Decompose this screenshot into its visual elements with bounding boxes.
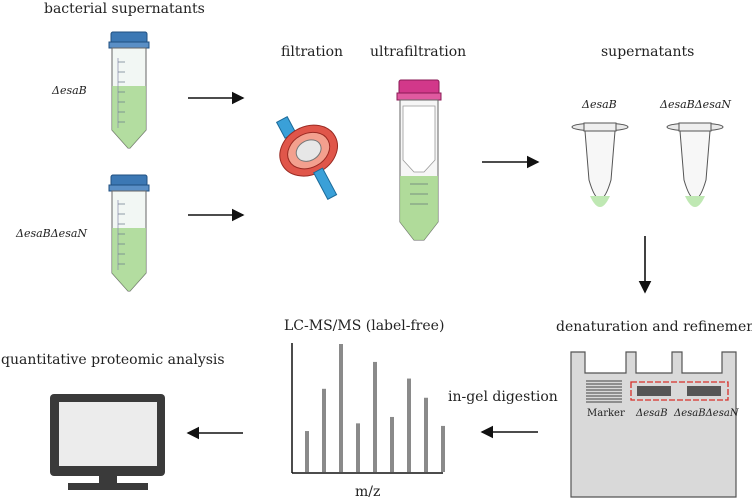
ultrafiltration-label: ultrafiltration bbox=[370, 44, 467, 60]
sds-page-gel bbox=[570, 351, 737, 498]
ultrafiltration-tube bbox=[396, 79, 442, 241]
strain-label-esab-esan: ΔesaBΔesaN bbox=[16, 227, 88, 240]
tube-label-esab: ΔesaB bbox=[582, 98, 617, 111]
filtration-label: filtration bbox=[281, 44, 344, 60]
gel-lane-esab-esan-label: ΔesaBΔesaN bbox=[674, 408, 739, 419]
spectrum-peak bbox=[441, 425, 445, 472]
spectrum-peak bbox=[407, 378, 411, 472]
eppendorf-tube-esab bbox=[571, 122, 629, 207]
gel-lane-esab-label: ΔesaB bbox=[636, 408, 668, 419]
spectrum-peak bbox=[339, 344, 343, 472]
computer-monitor-icon bbox=[50, 394, 165, 490]
syringe-filter bbox=[275, 115, 338, 200]
spectrum-peak bbox=[424, 397, 428, 472]
spectrum-peak bbox=[390, 416, 394, 472]
in-gel-digestion-label: in-gel digestion bbox=[448, 389, 558, 405]
denaturation-label: denaturation and refinement bbox=[556, 319, 752, 335]
gel-band-esab-esan bbox=[687, 386, 721, 396]
excision-highlight bbox=[630, 381, 729, 401]
spectrum-peak bbox=[373, 361, 377, 472]
gel-band-esab bbox=[637, 386, 671, 396]
supernatants-label: supernatants bbox=[601, 44, 695, 60]
spectrum-peak bbox=[356, 423, 360, 472]
ms-spectrum bbox=[291, 343, 445, 474]
marker-ladder bbox=[586, 380, 622, 403]
spectrum-peak bbox=[305, 431, 309, 472]
quantitative-analysis-label: quantitative proteomic analysis bbox=[1, 352, 225, 368]
eppendorf-tube-esab-esan bbox=[666, 122, 724, 207]
falcon-tube-esab-esan bbox=[108, 174, 150, 292]
gel-marker-label: Marker bbox=[587, 408, 625, 419]
spectrum-peak bbox=[322, 388, 326, 472]
strain-label-esab: ΔesaB bbox=[52, 84, 87, 97]
lcms-label: LC-MS/MS (label-free) bbox=[284, 318, 445, 334]
bacterial-supernatants-label: bacterial supernatants bbox=[44, 1, 205, 17]
mz-axis-label: m/z bbox=[355, 484, 381, 500]
tube-label-esab-esan: ΔesaBΔesaN bbox=[660, 98, 732, 111]
falcon-tube-esab bbox=[108, 31, 150, 149]
